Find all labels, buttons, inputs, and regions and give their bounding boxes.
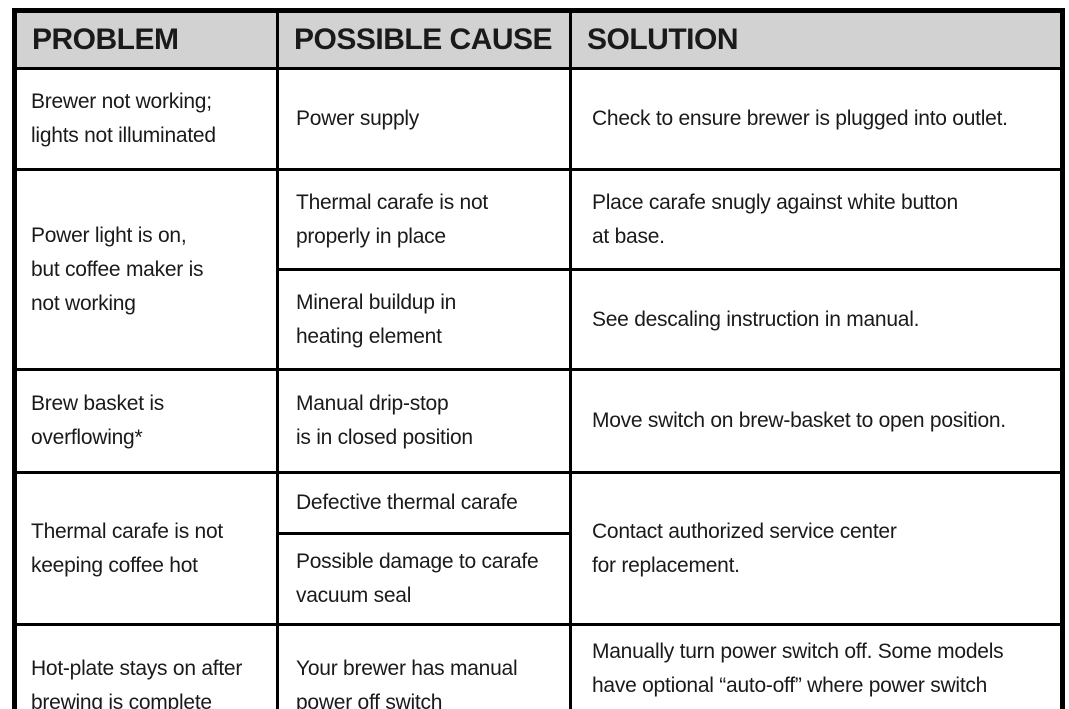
cell-solution: Contact authorized service center for re… (569, 471, 1064, 626)
cell-solution: Manually turn power switch off. Some mod… (569, 623, 1064, 709)
cell-problem: Power light is on, but coffee maker is n… (13, 168, 279, 371)
table-row: Possible damage to carafe vacuum seal (15, 532, 1063, 626)
cell-problem: Thermal carafe is not keeping coffee hot (13, 471, 279, 626)
table-row: Brew basket is overflowing* Manual drip-… (13, 368, 1064, 474)
column-header-problem: PROBLEM (13, 9, 279, 70)
table-row: Power light is on, but coffee maker is n… (13, 168, 1064, 371)
cell-problem: Brew basket is overflowing* (13, 368, 279, 474)
table-row: Thermal carafe is not keeping coffee hot… (13, 471, 1064, 626)
header-row: PROBLEM POSSIBLE CAUSE SOLUTION (13, 9, 1064, 70)
cell-problem: Brewer not working; lights not illuminat… (13, 67, 279, 171)
cell-solution: Move switch on brew-basket to open posit… (569, 368, 1064, 474)
cell-cause: Possible damage to carafe vacuum seal (276, 532, 572, 626)
cell-cause: Mineral buildup in heating element (276, 268, 572, 371)
troubleshooting-table: PROBLEM POSSIBLE CAUSE SOLUTION Brewer n… (12, 8, 1065, 709)
cell-problem: Hot-plate stays on after brewing is comp… (13, 623, 279, 709)
cell-cause: Manual drip-stop is in closed position (276, 368, 572, 474)
column-header-solution: SOLUTION (569, 9, 1064, 70)
cell-solution: See descaling instruction in manual. (569, 268, 1064, 371)
column-header-cause: POSSIBLE CAUSE (276, 9, 572, 70)
cell-cause: Power supply (276, 67, 572, 171)
cell-cause: Defective thermal carafe (276, 471, 572, 535)
cell-solution: Place carafe snugly against white button… (569, 168, 1064, 271)
cell-solution: Check to ensure brewer is plugged into o… (569, 67, 1064, 171)
table-row: Brewer not working; lights not illuminat… (13, 67, 1064, 171)
table-row: Mineral buildup in heating element See d… (15, 268, 1064, 371)
table-row: Hot-plate stays on after brewing is comp… (13, 623, 1064, 709)
cell-cause: Thermal carafe is not properly in place (276, 168, 572, 271)
cell-cause: Your brewer has manual power off switch (276, 623, 572, 709)
